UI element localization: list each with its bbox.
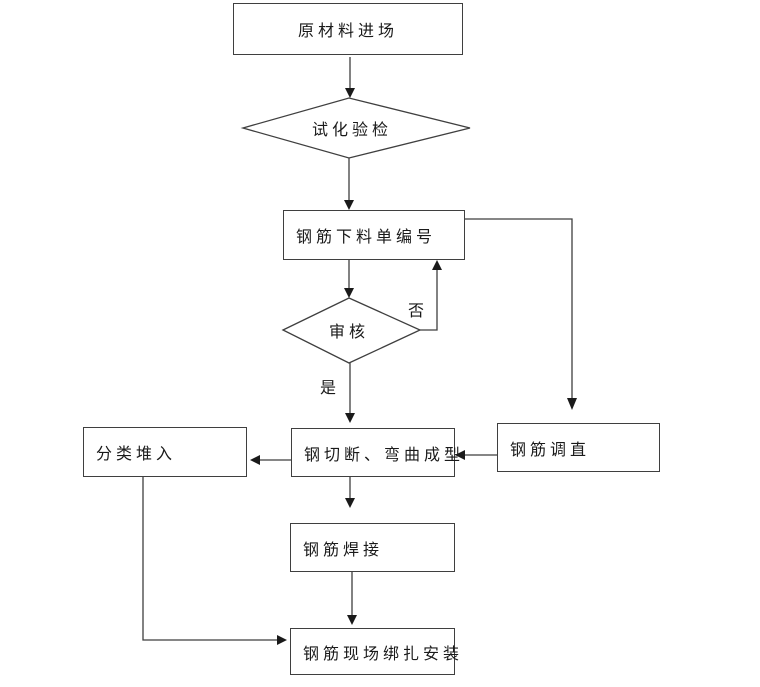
arrowhead-down-icon (344, 200, 354, 210)
node-stack-label: 分类堆入 (96, 446, 177, 463)
arrowhead-down-icon (345, 498, 355, 508)
edge-review-no-loop (420, 270, 438, 331)
branch-label-yes: 是 (320, 380, 337, 397)
arrowhead-down-icon (567, 398, 577, 410)
arrowhead-up-icon (432, 260, 442, 270)
arrowhead-down-icon (345, 88, 355, 98)
arrowhead-right-icon (277, 635, 287, 645)
node-cut-bend-label: 钢切断、弯曲成型 (304, 446, 465, 464)
node-weld: 钢筋焊接 (290, 523, 455, 572)
branch-label-no: 否 (408, 303, 425, 320)
node-review-label: 审核 (328, 324, 369, 341)
node-weld-label: 钢筋焊接 (303, 541, 384, 559)
node-raw-material: 原材料进场 (233, 3, 463, 55)
arrowhead-left-icon (455, 450, 465, 460)
node-raw-material-label: 原材料进场 (297, 23, 398, 40)
arrowhead-down-icon (344, 288, 354, 298)
arrowhead-left-icon (250, 455, 260, 465)
edge-cuttinglist-to-straighten (465, 218, 573, 398)
diamond-test-inspection (240, 97, 471, 159)
edge-stack-to-install (142, 477, 277, 641)
node-cut-bend: 钢切断、弯曲成型 (291, 428, 460, 477)
node-install-label: 钢筋现场绑扎安装 (303, 645, 464, 663)
node-install: 钢筋现场绑扎安装 (290, 628, 459, 675)
node-straighten-label: 钢筋调直 (510, 441, 591, 459)
node-cutting-list-label: 钢筋下料单编号 (296, 229, 437, 246)
node-straighten: 钢筋调直 (497, 423, 660, 472)
node-cutting-list: 钢筋下料单编号 (283, 210, 465, 260)
node-test-inspection-label: 试化验检 (311, 122, 392, 139)
arrowhead-down-icon (347, 615, 357, 625)
diamond-review (281, 297, 422, 364)
node-stack: 分类堆入 (83, 427, 247, 477)
arrowhead-down-icon (345, 413, 355, 423)
